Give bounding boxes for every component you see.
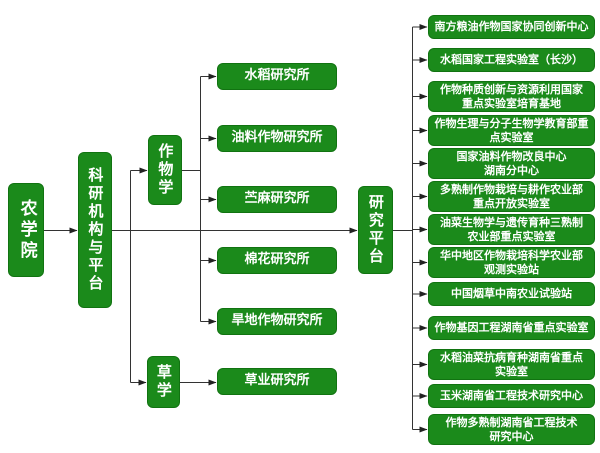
platform-box: 多熟制作物栽培与耕作农业部 重点开放实验室: [428, 181, 595, 212]
node-college: 农学院: [8, 183, 44, 277]
platform-box: 水稻国家工程实验室（长沙）: [428, 48, 595, 72]
platform-box: 中国烟草中南农业试验站: [428, 282, 595, 306]
platform-box: 作物种质创新与资源利用国家 重点实验室培育基地: [428, 81, 595, 112]
institute-dryland-crops: 旱地作物研究所: [217, 308, 337, 335]
institute-oil-crops: 油料作物研究所: [217, 125, 337, 152]
platform-box: 作物多熟制湖南省工程技术 研究中心: [428, 414, 595, 445]
platform-box: 作物生理与分子生物学教育部重 点实验室: [428, 115, 595, 146]
platform-box: 油菜生物学与遗传育种三熟制 农业部重点实验室: [428, 214, 595, 245]
platform-box: 华中地区作物栽培科学农业部 观测实验站: [428, 247, 595, 278]
platform-box: 水稻油菜抗病育种湖南省重点 实验室: [428, 349, 595, 380]
node-crop-science: 作物学: [148, 135, 182, 205]
institute-cotton: 棉花研究所: [217, 247, 337, 274]
institute-grass: 草业研究所: [217, 368, 337, 395]
institute-ramie: 苎麻研究所: [217, 186, 337, 213]
node-grass-science: 草学: [147, 356, 180, 408]
platform-box: 国家油料作物改良中心 湖南分中心: [428, 148, 595, 179]
platform-box: 玉米湖南省工程技术研究中心: [428, 384, 595, 408]
institute-rice: 水稻研究所: [217, 63, 337, 90]
platform-box: 南方粮油作物国家协同创新中心: [428, 15, 595, 39]
node-research-org-platform: 科研机构与平台: [78, 152, 112, 308]
platform-box: 作物基因工程湖南省重点实验室: [428, 316, 595, 340]
node-research-platform: 研究平台: [358, 186, 393, 274]
